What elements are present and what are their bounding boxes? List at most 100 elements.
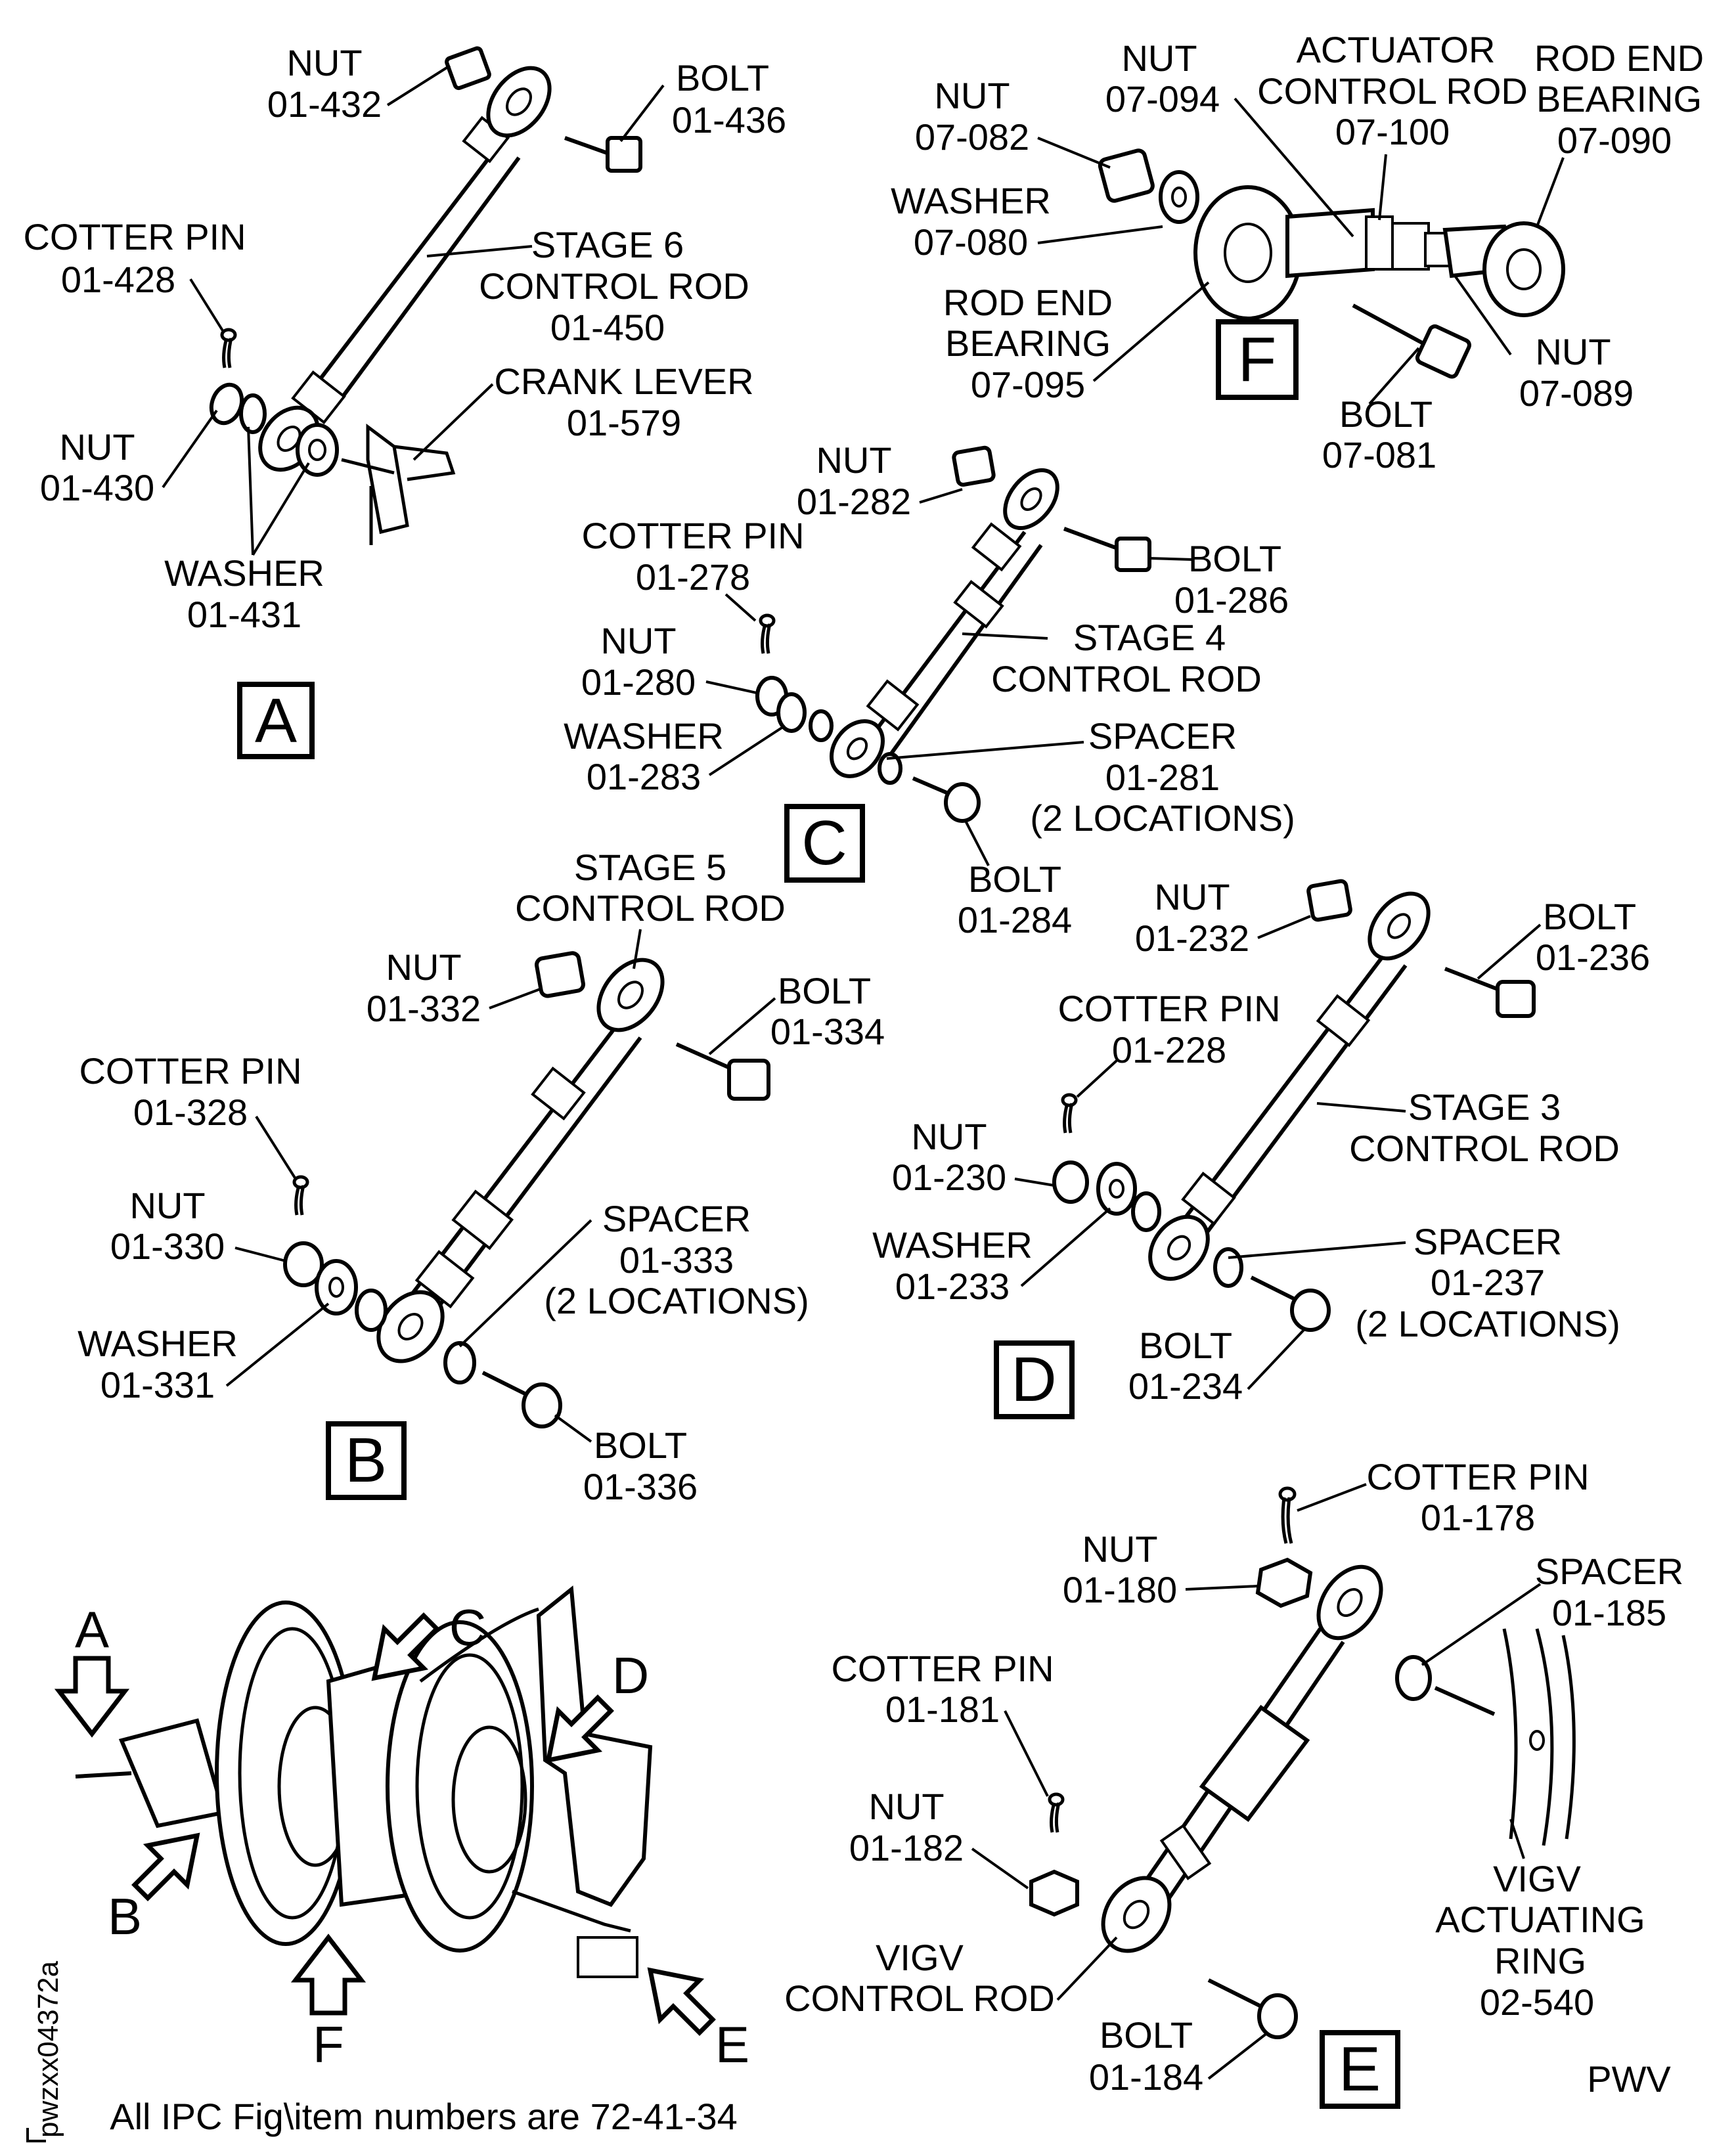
cotter-pin-number-a: 01-428 <box>61 259 175 300</box>
bolt-label-a: BOLT <box>676 57 769 99</box>
washer-label-a: WASHER <box>164 552 324 594</box>
view-a: NUT 01-432 BOLT 01-436 COTTER PIN 01-428… <box>23 42 786 759</box>
cotter-pin-label-b: COTTER PIN <box>79 1050 301 1092</box>
cotter-pin-number-e: 01-181 <box>885 1689 1000 1730</box>
nut-label-c-top: NUT <box>816 439 891 481</box>
cotter-pin-label-e: COTTER PIN <box>831 1648 1054 1689</box>
stage-3-label-2: CONTROL ROD <box>1349 1128 1620 1169</box>
bolt-number-e: 01-184 <box>1089 2056 1203 2098</box>
control-rod-number-a: 01-450 <box>550 307 665 348</box>
washer-number-f: 07-080 <box>914 221 1028 263</box>
nut-number-d-top: 01-232 <box>1135 917 1249 959</box>
stage-4-label-1: STAGE 4 <box>1073 617 1226 658</box>
nut-label-d-top: NUT <box>1154 876 1230 917</box>
bolt-number-c: 01-284 <box>958 899 1072 940</box>
nut-number-f-right: 07-089 <box>1519 372 1634 414</box>
bolt-e-top-part <box>1434 1686 1496 1716</box>
locator-arrow-e-label: E <box>715 2016 749 2073</box>
cotter-pin-label-d: COTTER PIN <box>1057 988 1280 1029</box>
washer-01-331-part <box>315 1259 388 1332</box>
rod-end-bearing-07-090-part <box>1482 221 1565 317</box>
spacer-01-185-part <box>1395 1655 1432 1701</box>
view-box-f-letter: F <box>1238 324 1277 395</box>
cotter-pin-number-d: 01-228 <box>1112 1029 1226 1071</box>
spacer-label-d: SPACER <box>1413 1221 1562 1262</box>
spacer-label-e: SPACER <box>1535 1551 1683 1592</box>
spacer-01-333-part <box>443 1341 476 1384</box>
nut-number-a-top: 01-432 <box>267 83 382 125</box>
locator-arrow-a-label: A <box>75 1601 109 1658</box>
stage-4-control-rod <box>830 468 1059 778</box>
nut-number-c-top: 01-282 <box>797 481 911 522</box>
view-box-e <box>1320 2030 1400 2109</box>
nut-07-082-part <box>1098 148 1155 203</box>
bolt-01-236-part <box>1444 967 1536 1018</box>
view-box-c <box>784 804 865 883</box>
ring-number: 02-540 <box>1480 1981 1594 2023</box>
washer-number-a: 01-431 <box>187 594 301 635</box>
spacer-label-c: SPACER <box>1088 715 1237 757</box>
view-f: NUT 07-082 NUT 07-094 ACTUATOR CONTROL R… <box>891 29 1704 475</box>
nut-label-f-left: NUT <box>934 75 1010 116</box>
bolt-number-d-top: 01-236 <box>1536 937 1650 978</box>
ring-label-2: ACTUATING <box>1435 1899 1645 1940</box>
bolt-number-b-top: 01-334 <box>770 1011 885 1052</box>
nut-label-b-top: NUT <box>386 946 461 988</box>
washer-number-b: 01-331 <box>100 1364 215 1405</box>
stage-4-label-2: CONTROL ROD <box>991 658 1262 699</box>
vigv-rod-label-1: VIGV <box>876 1937 964 1978</box>
stage-3-control-rod <box>1148 891 1431 1281</box>
rod-end-number-f-right: 07-090 <box>1557 120 1672 161</box>
nut-number-e-top: 01-180 <box>1063 1569 1177 1610</box>
spacer-number-e: 01-185 <box>1552 1592 1666 1633</box>
spacer-number-d: 01-237 <box>1431 1262 1545 1303</box>
view-c: NUT 01-282 BOLT 01-286 COTTER PIN 01-278… <box>564 439 1295 940</box>
stage-5-label-1: STAGE 5 <box>574 847 726 888</box>
bolt-01-336-part <box>481 1371 562 1428</box>
crank-lever-label: CRANK LEVER <box>494 361 753 402</box>
rod-end-label-f-right-1: ROD END <box>1534 37 1704 79</box>
bolt-01-184-part <box>1207 1978 1298 2039</box>
view-box-f <box>1216 319 1299 400</box>
bolt-07-081-part <box>1352 303 1471 379</box>
bolt-number-f: 07-081 <box>1322 434 1436 475</box>
bolt-label-c-top: BOLT <box>1188 538 1281 579</box>
washer-label-f: WASHER <box>891 180 1051 221</box>
locator-arrow-b: B <box>108 1832 200 1945</box>
nut-number-f-top: 07-094 <box>1105 78 1220 120</box>
nut-01-182-part <box>1029 1869 1079 1917</box>
washer-01-283-part <box>776 692 834 742</box>
view-e: COTTER PIN 01-178 NUT 01-180 SPACER 01-1… <box>784 1456 1683 2109</box>
bolt-01-284-part <box>912 776 981 823</box>
actuator-number: 07-100 <box>1335 111 1450 152</box>
spacer-locations-d: (2 LOCATIONS) <box>1355 1303 1620 1344</box>
actuator-control-rod-part <box>1285 208 1513 278</box>
nut-label-c: NUT <box>600 620 676 661</box>
actuator-label-2: CONTROL ROD <box>1257 70 1528 112</box>
nut-01-330-part <box>283 1241 324 1287</box>
bolt-01-234-part <box>1250 1275 1331 1332</box>
bolt-label-d: BOLT <box>1139 1325 1232 1366</box>
locator-arrow-b-label: B <box>108 1888 142 1945</box>
stage-5-label-2: CONTROL ROD <box>515 887 786 929</box>
control-rod-label-a-1: STAGE 6 <box>531 224 684 265</box>
view-d: NUT 01-232 BOLT 01-236 COTTER PIN 01-228… <box>872 876 1650 1419</box>
rod-end-label-f-left-2: BEARING <box>945 322 1111 364</box>
bolt-number-d: 01-234 <box>1128 1365 1243 1407</box>
nut-label-a: NUT <box>59 426 135 468</box>
spacer-01-281-part <box>878 752 902 785</box>
bolt-label-b: BOLT <box>594 1425 687 1466</box>
washer-label-b: WASHER <box>78 1323 238 1364</box>
washer-number-d: 01-233 <box>895 1266 1010 1307</box>
nut-label-e: NUT <box>868 1786 944 1827</box>
locator-view: A B C D E F <box>54 1585 749 2073</box>
cotter-pin-number-c: 01-278 <box>636 556 750 598</box>
nut-label-a-top: NUT <box>286 42 362 83</box>
cotter-pin-01-228-part <box>1061 1093 1078 1134</box>
vigv-rod-label-2: CONTROL ROD <box>784 1977 1055 2019</box>
washer-07-080-part <box>1159 170 1199 224</box>
stage-5-control-rod <box>376 958 665 1363</box>
bolt-label-b-top: BOLT <box>778 970 871 1011</box>
spacer-01-237-part <box>1213 1247 1243 1288</box>
